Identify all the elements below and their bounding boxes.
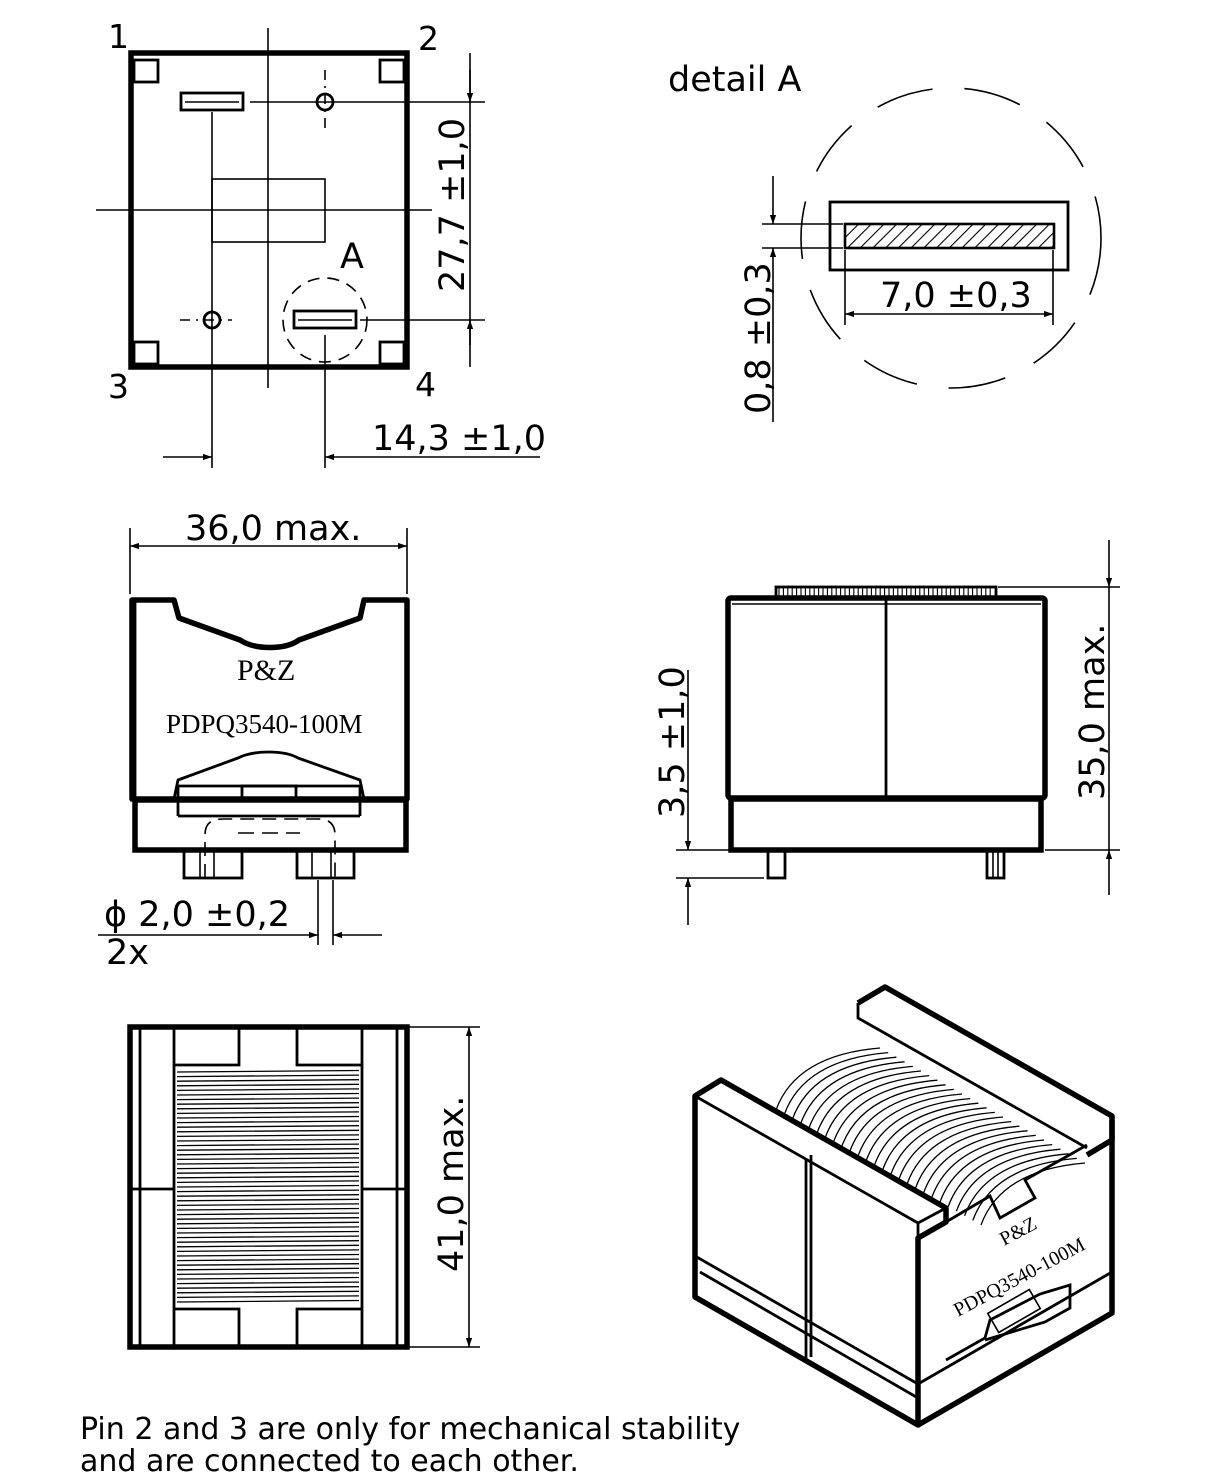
dim-depth: 41,0 max. <box>432 1096 472 1272</box>
detail-marker: A <box>340 237 364 277</box>
dim-pin-width: 7,0 ±0,3 <box>880 276 1032 316</box>
top-view: 1 2 3 4 A 27,7 ±1,0 14,3 ±1,0 <box>96 17 546 468</box>
front-view: 36,0 max. P&Z PDPQ3540-100M ϕ 2,0 ±0,2 2… <box>98 509 410 973</box>
iso-brand-marking: P&Z <box>996 1213 1041 1251</box>
side-view: 35,0 max. 3,5 ±1,0 <box>653 540 1120 925</box>
detail-title: detail A <box>668 60 801 100</box>
brand-marking: P&Z <box>237 654 295 687</box>
detail-a-view: detail A 7,0 ±0,3 0,8 ±0,3 <box>668 60 1102 422</box>
part-number-marking: PDPQ3540-100M <box>166 709 363 739</box>
pin-label-1: 1 <box>108 17 129 56</box>
dim-pin-diameter: ϕ 2,0 ±0,2 <box>104 895 290 935</box>
pin-label-2: 2 <box>418 19 439 58</box>
dim-pin-count: 2x <box>106 933 149 973</box>
dim-pin-thickness: 0,8 ±0,3 <box>739 262 779 414</box>
pin-label-3: 3 <box>108 367 129 406</box>
dim-height: 35,0 max. <box>1073 624 1113 800</box>
dim-width: 36,0 max. <box>185 509 361 549</box>
dim-standoff: 3,5 ±1,0 <box>653 666 693 818</box>
dim-pitch-vertical: 27,7 ±1,0 <box>433 118 473 292</box>
pin-label-4: 4 <box>415 365 436 404</box>
bottom-view: 41,0 max. <box>127 1024 480 1350</box>
pin-note-line-2: and are connected to each other. <box>80 1444 579 1479</box>
pin-note: Pin 2 and 3 are only for mechanical stab… <box>80 1414 740 1478</box>
isometric-view: P&Z PDPQ3540-100M <box>692 984 1115 1428</box>
dim-pitch-horizontal: 14,3 ±1,0 <box>372 419 546 459</box>
pin-note-line-1: Pin 2 and 3 are only for mechanical stab… <box>80 1412 741 1447</box>
